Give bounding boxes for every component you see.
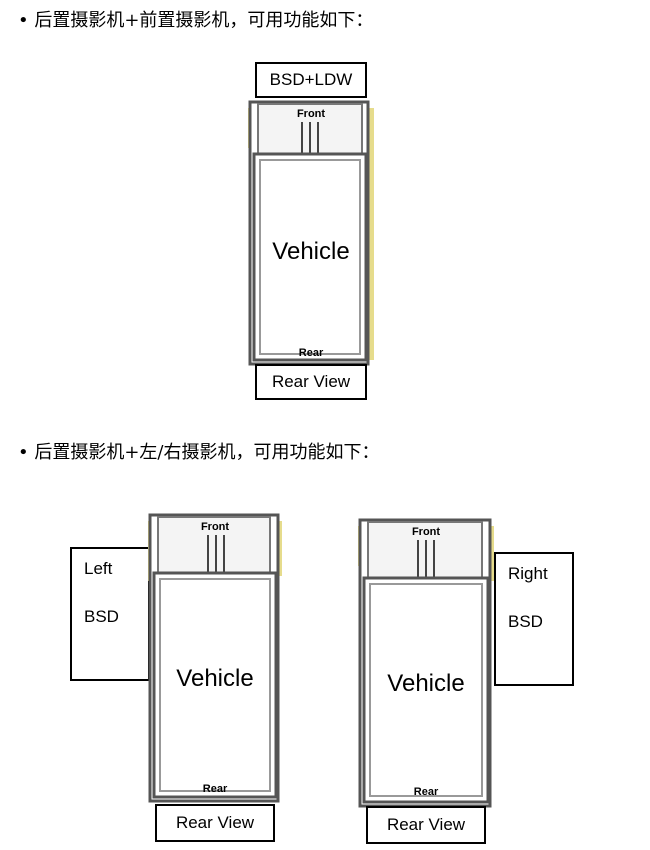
vehicle-label-left: Vehicle (176, 665, 254, 692)
section2-heading: • 后置摄影机+左/右摄影机，可用功能如下： (18, 442, 380, 463)
rear-view-box-left: Rear View (155, 804, 275, 842)
vehicle-diagram-left: Front Vehicle Rear (148, 513, 282, 803)
left-bsd-box: Left BSD (70, 547, 150, 681)
bsd-ldw-label-box: BSD+LDW (255, 62, 367, 98)
vehicle-diagram-right: Front Vehicle Rear (358, 518, 494, 808)
vehicle-outline-left (148, 513, 282, 803)
rear-label-1: Rear (298, 347, 324, 359)
front-label-1: Front (296, 108, 326, 120)
front-label-right: Front (411, 526, 441, 538)
rear-view-label-1: Rear View (271, 372, 351, 391)
left-bsd-label-line1: Left (84, 559, 113, 578)
right-bsd-label-line2: BSD (508, 612, 543, 631)
rear-label-right: Rear (413, 786, 439, 798)
section1-heading: • 后置摄影机+前置摄影机，可用功能如下： (18, 10, 374, 31)
rear-view-box-right: Rear View (366, 806, 486, 844)
rear-label-left: Rear (202, 783, 228, 795)
right-bsd-label-line1: Right (508, 564, 548, 583)
vehicle-diagram-1: Front Vehicle Rear (248, 100, 374, 368)
vehicle-label-right: Vehicle (387, 670, 465, 697)
front-label-left: Front (200, 521, 230, 533)
vehicle-label-1: Vehicle (272, 238, 350, 265)
rear-view-label-right: Rear View (386, 815, 466, 834)
left-bsd-label-line2: BSD (84, 607, 119, 626)
rear-view-label-left: Rear View (175, 813, 255, 832)
bsd-ldw-label: BSD+LDW (269, 70, 353, 89)
vehicle-outline-right (358, 518, 494, 808)
right-bsd-box: Right BSD (494, 552, 574, 686)
vehicle-outline-1 (248, 100, 374, 366)
rear-view-box-1: Rear View (255, 364, 367, 400)
